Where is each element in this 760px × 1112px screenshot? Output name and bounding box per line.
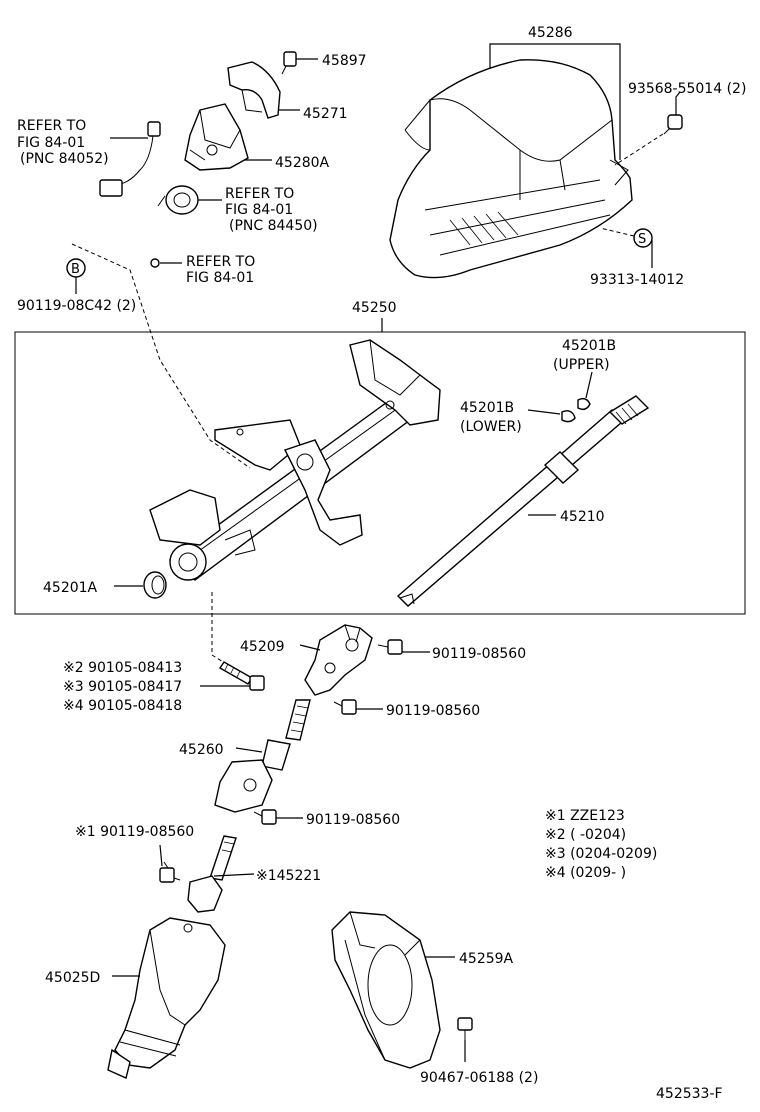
- label-45201b-upper-2: (UPPER): [553, 357, 610, 373]
- refer3-line1: REFER TO: [186, 254, 255, 270]
- clip-45201b-lower: [561, 410, 576, 423]
- ring-45201a: [143, 571, 167, 599]
- label-45260: 45260: [179, 742, 224, 758]
- dashed-line-93568: [614, 133, 664, 166]
- long-bolt-icon: [219, 661, 265, 691]
- label-alt2: ※2 90105-08413: [63, 660, 182, 676]
- upper-column-cover-45286: [389, 59, 633, 279]
- label-alt1-bolt: ※1 90119-08560: [75, 824, 194, 840]
- bolt-90119-08560-c-icon: [253, 809, 277, 825]
- refer2-line3: (PNC 84450): [229, 218, 318, 234]
- leader-45260: [235, 747, 263, 753]
- label-45250: 45250: [352, 300, 397, 316]
- refer2-line1: REFER TO: [225, 186, 294, 202]
- leader-45201b-lower: [527, 409, 561, 415]
- leader-93568: [675, 91, 681, 115]
- bolt-alt1-icon: [159, 861, 181, 883]
- b-symbol: B: [71, 262, 80, 277]
- leader-45201b-upper: [585, 371, 593, 399]
- column-assembly-box: [14, 331, 746, 615]
- label-45286: 45286: [528, 25, 573, 41]
- leader-alt1-bolt: [159, 844, 163, 867]
- leader-145221: [213, 873, 255, 877]
- note-2: ※2 ( -0204): [545, 827, 626, 843]
- label-45897: 45897: [322, 53, 367, 69]
- label-bolt-b: 90119-08560: [386, 703, 480, 719]
- transponder-ring-84450: [157, 185, 199, 215]
- clip-90467-icon: [457, 1017, 473, 1040]
- intermediate-shaft-45260: [214, 699, 311, 813]
- label-93313: 93313-14012: [590, 272, 684, 288]
- label-90467: 90467-06188 (2): [420, 1070, 538, 1086]
- boot-45025d: [107, 917, 226, 1079]
- note-4: ※4 (0209- ): [545, 865, 626, 881]
- refer1-line3: (PNC 84052): [20, 151, 109, 167]
- label-45201b-lower-1: 45201B: [460, 400, 514, 416]
- bracket-45271: [227, 61, 281, 119]
- note-1: ※1 ZZE123: [545, 808, 625, 824]
- refer3-line2: FIG 84-01: [186, 270, 254, 286]
- label-145221: ※145221: [256, 868, 321, 884]
- label-bolt-c: 90119-08560: [306, 812, 400, 828]
- label-bolt-a: 90119-08560: [432, 646, 526, 662]
- label-45259a: 45259A: [459, 951, 514, 967]
- label-alt3: ※3 90105-08417: [63, 679, 182, 695]
- label-45025d: 45025D: [45, 970, 100, 986]
- small-screw-icon: [150, 258, 160, 268]
- figure-id: 452533-F: [656, 1086, 723, 1102]
- s-symbol: S: [638, 232, 646, 247]
- label-45271: 45271: [303, 106, 348, 122]
- screw-93568-icon: [663, 114, 683, 135]
- label-45209: 45209: [240, 639, 285, 655]
- dashed-line-93313: [599, 227, 635, 237]
- leader-45209: [299, 644, 321, 651]
- dashed-line-column-bolt: [211, 592, 229, 666]
- cover-45259a: [331, 911, 441, 1069]
- bolt-90119-08560-a-icon: [377, 639, 403, 655]
- wire-harness-84052: [99, 121, 161, 197]
- refer1-line2: FIG 84-01: [17, 135, 85, 151]
- dashed-line-b: [71, 243, 251, 469]
- label-alt4: ※4 90105-08418: [63, 698, 182, 714]
- refer2-line2: FIG 84-01: [225, 202, 293, 218]
- note-3: ※3 (0204-0209): [545, 846, 657, 862]
- switch-body-45280a: [184, 103, 249, 171]
- label-90119-08c42: 90119-08C42 (2): [17, 298, 136, 314]
- main-shaft-45210: [396, 395, 650, 607]
- leader-45286: [489, 43, 621, 160]
- clip-45201b-upper: [577, 397, 591, 411]
- label-45201b-lower-2: (LOWER): [460, 419, 522, 435]
- label-45201b-upper-1: 45201B: [562, 338, 616, 354]
- label-93568: 93568-55014 (2): [628, 81, 746, 97]
- screw-45897-icon: [281, 51, 297, 75]
- refer1-line1: REFER TO: [17, 118, 86, 134]
- label-45210: 45210: [560, 509, 605, 525]
- label-45201a: 45201A: [43, 580, 98, 596]
- universal-joint-45209: [304, 624, 373, 696]
- column-tube-45250: [149, 339, 441, 581]
- s-symbol-icon: [633, 228, 653, 248]
- label-45280a: 45280A: [275, 155, 330, 171]
- shaft-145221: [187, 835, 237, 913]
- bolt-90119-08560-b-icon: [333, 699, 357, 715]
